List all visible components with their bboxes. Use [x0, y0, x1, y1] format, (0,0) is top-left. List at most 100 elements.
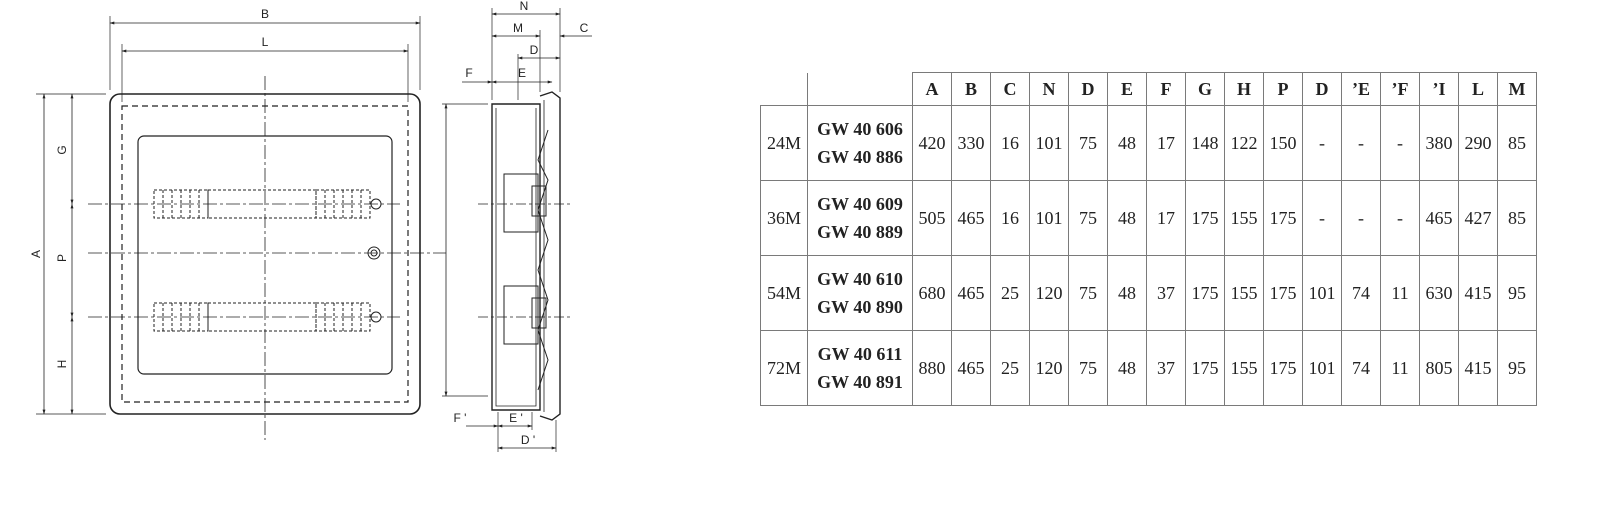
table-cell: 415: [1458, 255, 1498, 331]
label-m: M: [513, 21, 523, 35]
side-rail-clip-2: [503, 285, 539, 345]
module-size-cell: 24M: [760, 105, 808, 181]
product-code: GW 40 609: [817, 194, 903, 214]
din-rail-row-1: [88, 189, 400, 219]
label-n: N: [520, 0, 529, 13]
table-cell: 101: [1029, 105, 1069, 181]
table-cell: 155: [1224, 330, 1264, 406]
column-header: H: [1224, 72, 1264, 106]
product-code: GW 40 889: [817, 222, 903, 242]
table-cell: 465: [951, 330, 991, 406]
table-cell: 95: [1497, 330, 1537, 406]
table-cell: 175: [1185, 330, 1225, 406]
label-e: E: [518, 66, 526, 80]
table-cell: 17: [1146, 105, 1186, 181]
lock-icon: [367, 246, 381, 260]
side-cover-profile: [539, 91, 561, 421]
table-cell: 75: [1068, 255, 1108, 331]
table-cell: -: [1302, 105, 1342, 181]
table-cell: 75: [1068, 330, 1108, 406]
side-internal-profile: [537, 129, 549, 391]
table-cell: 25: [990, 255, 1030, 331]
table-cell: -: [1341, 180, 1381, 256]
table-cell: 290: [1458, 105, 1498, 181]
table-row: 36M GW 40 609 GW 40 889 505 465 16 101 7…: [760, 180, 1537, 256]
table-cell: 95: [1497, 255, 1537, 331]
label-h: H: [55, 360, 69, 369]
module-size-cell: 54M: [760, 255, 808, 331]
table-cell: 155: [1224, 180, 1264, 256]
column-header: M: [1497, 72, 1537, 106]
column-header: A: [912, 72, 952, 106]
product-code: GW 40 611: [817, 344, 903, 364]
product-code: GW 40 891: [817, 372, 903, 392]
column-header: P: [1263, 72, 1303, 106]
table-cell: 74: [1341, 255, 1381, 331]
column-header: L: [1458, 72, 1498, 106]
table-cell: -: [1380, 180, 1420, 256]
table-cell: 101: [1302, 330, 1342, 406]
label-c: C: [580, 21, 589, 35]
table-cell: 48: [1107, 330, 1147, 406]
column-header: F: [1146, 72, 1186, 106]
front-view: [36, 16, 446, 440]
module-size-cell: 72M: [760, 330, 808, 406]
column-header: G: [1185, 72, 1225, 106]
table-cell: 120: [1029, 330, 1069, 406]
table-cell: 75: [1068, 180, 1108, 256]
side-body-profile: [491, 103, 541, 411]
table-cell: 101: [1029, 180, 1069, 256]
table-cell: 16: [990, 105, 1030, 181]
table-cell: 74: [1341, 330, 1381, 406]
table-cell: 155: [1224, 255, 1264, 331]
column-header: ’E: [1341, 72, 1381, 106]
table-cell: -: [1302, 180, 1342, 256]
label-d-prime: D ': [521, 433, 535, 447]
table-row: 24M GW 40 606 GW 40 886 420 330 16 101 7…: [760, 105, 1537, 181]
table-cell: 17: [1146, 180, 1186, 256]
label-d: D: [530, 43, 539, 57]
table-row: 54M GW 40 610 GW 40 890 680 465 25 120 7…: [760, 255, 1537, 331]
label-f-prime: F ': [454, 411, 467, 425]
table-cell: 505: [912, 180, 952, 256]
table-cell: -: [1380, 105, 1420, 181]
module-size-cell: 36M: [760, 180, 808, 256]
table-cell: 680: [912, 255, 952, 331]
table-cell: 48: [1107, 180, 1147, 256]
table-cell: 465: [951, 180, 991, 256]
product-code: GW 40 610: [817, 269, 903, 289]
column-header: E: [1107, 72, 1147, 106]
table-cell: 16: [990, 180, 1030, 256]
table-cell: 415: [1458, 330, 1498, 406]
table-row: 72M GW 40 611 GW 40 891 880 465 25 120 7…: [760, 330, 1537, 406]
column-header: C: [990, 72, 1030, 106]
table-cell: 75: [1068, 105, 1108, 181]
table-cell: 420: [912, 105, 952, 181]
product-codes-cell: GW 40 609 GW 40 889: [807, 180, 913, 256]
product-code: GW 40 606: [817, 119, 903, 139]
product-codes-cell: GW 40 606 GW 40 886: [807, 105, 913, 181]
table-cell: -: [1341, 105, 1381, 181]
table-cell: 120: [1029, 255, 1069, 331]
table-cell: 175: [1185, 180, 1225, 256]
table-cell: 148: [1185, 105, 1225, 181]
table-cell: 465: [1419, 180, 1459, 256]
dimensions-table: A B C N D E F G H P D ’E ’F ’I L M 24M G…: [760, 72, 1537, 406]
table-cell: 25: [990, 330, 1030, 406]
column-header: N: [1029, 72, 1069, 106]
label-e-prime: E ': [509, 411, 523, 425]
table-cell: 11: [1380, 255, 1420, 331]
table-cell: 175: [1263, 255, 1303, 331]
product-codes-cell: GW 40 610 GW 40 890: [807, 255, 913, 331]
table-cell: 48: [1107, 255, 1147, 331]
table-cell: 37: [1146, 330, 1186, 406]
side-view: [442, 8, 592, 452]
label-f: F: [465, 66, 472, 80]
column-header: D: [1068, 72, 1108, 106]
table-cell: 101: [1302, 255, 1342, 331]
column-header: ’I: [1419, 72, 1459, 106]
table-cell: 380: [1419, 105, 1459, 181]
column-header: B: [951, 72, 991, 106]
table-cell: 330: [951, 105, 991, 181]
